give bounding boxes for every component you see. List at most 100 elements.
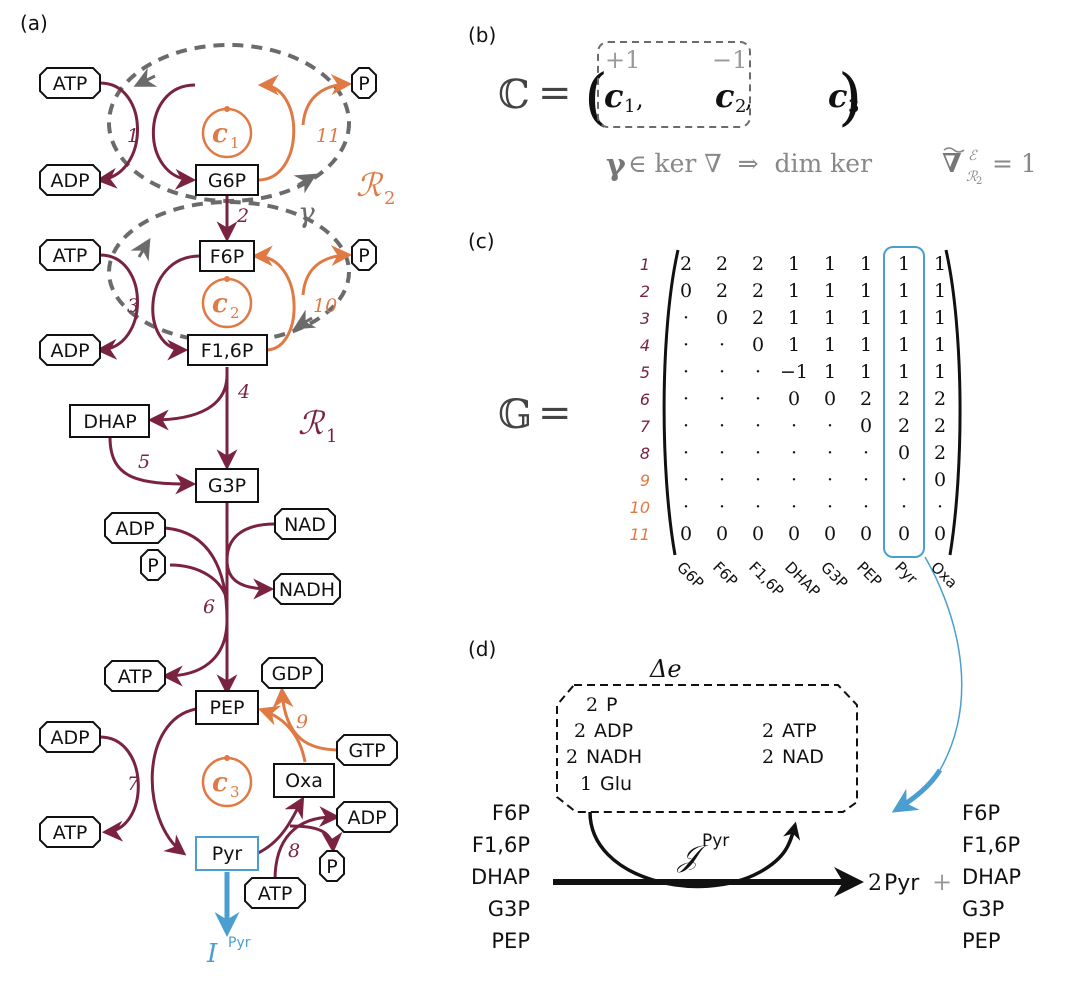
reaction-3-cofactor-arrow (95, 253, 139, 360)
svg-text:ATP: ATP (118, 666, 153, 688)
matrix-row-label: 3 (640, 309, 650, 328)
reaction-label-4: 4 (237, 381, 250, 403)
reaction-8-phosphate-arrow (289, 824, 343, 854)
matrix-cell: 1 (934, 280, 946, 302)
matrix-right-bracket (944, 249, 962, 556)
matrix-cell: 2 (934, 442, 946, 464)
svg-text:ADP: ADP (594, 720, 633, 742)
svg-text:ATP: ATP (53, 245, 88, 267)
reaction-11-arrow (257, 74, 296, 182)
matrix-row-label: 8 (640, 444, 650, 463)
cofactor-nadh6: NADH (273, 573, 341, 605)
product-species: G3P (962, 897, 1004, 921)
gamma-label: γ (298, 196, 315, 229)
reaction-8-adp-arrow (273, 806, 341, 881)
matrix-cell: 1 (898, 280, 910, 302)
sign-c1: +1 (605, 46, 640, 74)
reactant-species: DHAP (471, 865, 530, 889)
cofactor-adp8: ADP (336, 801, 398, 833)
matrix-cell: 2 (680, 253, 692, 275)
matrix-cell: · (683, 496, 689, 518)
matrix-cell: 2 (934, 415, 946, 437)
current-symbol: I (206, 939, 218, 969)
svg-text:DHAP: DHAP (83, 411, 136, 433)
cycle-c3: c 3 (201, 755, 253, 808)
matrix-cell: · (827, 442, 833, 464)
svg-text:P: P (358, 73, 369, 95)
vector-c1: c 1 , (604, 77, 644, 117)
matrix-cell: 1 (824, 334, 836, 356)
svg-text:c: c (212, 768, 228, 798)
reaction-6-atp-arrow (161, 526, 229, 687)
matrix-cell: 0 (788, 388, 800, 410)
svg-text:c: c (604, 77, 623, 115)
svg-text:P: P (358, 245, 369, 267)
svg-text:NADH: NADH (279, 579, 335, 601)
gamma-arrow-icon (293, 173, 318, 194)
cofactor-p10: P (351, 239, 377, 271)
matrix-cell: · (683, 334, 689, 356)
matrix-row-label: 11 (630, 525, 650, 544)
svg-text:GDP: GDP (272, 663, 313, 685)
svg-text:2: 2 (586, 694, 598, 716)
svg-text:ATP: ATP (782, 720, 817, 742)
matrix-cell: 1 (934, 334, 946, 356)
matrix-column-label: G6P (673, 558, 707, 592)
svg-text:2: 2 (976, 176, 982, 187)
matrix-row-label: 6 (640, 390, 650, 409)
reactant-species: F1,6P (472, 833, 530, 857)
svg-text:1: 1 (624, 96, 635, 117)
reaction-8-arrow (257, 796, 305, 855)
svg-text:Glu: Glu (600, 773, 632, 795)
matrix-cell: 1 (860, 361, 872, 383)
matrix-row-label: 10 (630, 498, 650, 517)
svg-text:∇: ∇ (942, 149, 962, 179)
reaction-6-nad-arrow (225, 522, 276, 600)
cofactor-atp8: ATP (244, 877, 306, 909)
matrix-cell: 0 (680, 523, 692, 545)
kernel-statement: γ ∈ ker ∇ ⇒ dim ker ∇ ℰ ℛ 2 = 1 (606, 147, 1037, 187)
svg-text:ADP: ADP (115, 518, 154, 540)
svg-text:2: 2 (574, 720, 586, 742)
matrix-cell: 0 (934, 469, 946, 491)
matrix-cell: · (719, 334, 725, 356)
matrix-cell: 1 (788, 307, 800, 329)
reactant-species: F6P (492, 801, 530, 825)
reaction-label-6: 6 (203, 596, 215, 618)
reaction-10-arrow (251, 245, 296, 352)
svg-text:2: 2 (566, 746, 578, 768)
matrix-cell: 0 (898, 523, 910, 545)
matrix-column-label: PEP (853, 558, 885, 590)
reaction-4-branch-arrow (147, 374, 229, 431)
cofactor-p6: P (140, 549, 166, 581)
pyr-column-highlight (883, 246, 925, 558)
cycle-c1: c 1 (201, 106, 253, 159)
cofactor-p8: P (319, 850, 345, 882)
reaction-1-cofactor-arrow (95, 81, 139, 189)
reaction-label-10: 10 (313, 295, 337, 317)
matrix-cell: · (683, 388, 689, 410)
matrix-cell: · (719, 361, 725, 383)
matrix-row-label: 4 (640, 336, 650, 355)
metabolite-g6p: G6P (195, 164, 259, 196)
matrix-cell: 1 (898, 253, 910, 275)
svg-text:ℰ: ℰ (968, 148, 978, 164)
matrix-cell: · (863, 496, 869, 518)
svg-text:ATP: ATP (53, 73, 88, 95)
matrix-cell: · (719, 496, 725, 518)
reaction-label-7: 7 (127, 773, 140, 795)
svg-text:PEP: PEP (210, 697, 245, 719)
svg-text:ATP: ATP (53, 822, 88, 844)
matrix-cell: 0 (680, 280, 692, 302)
matrix-cell: · (791, 496, 797, 518)
reaction-label-5: 5 (138, 451, 150, 473)
matrix-cell: 1 (898, 361, 910, 383)
matrix-cell: · (719, 469, 725, 491)
matrix-cell: · (827, 415, 833, 437)
matrix-cell: 0 (788, 523, 800, 545)
svg-text:ATP: ATP (258, 883, 293, 905)
matrix-left-bracket (662, 249, 680, 556)
